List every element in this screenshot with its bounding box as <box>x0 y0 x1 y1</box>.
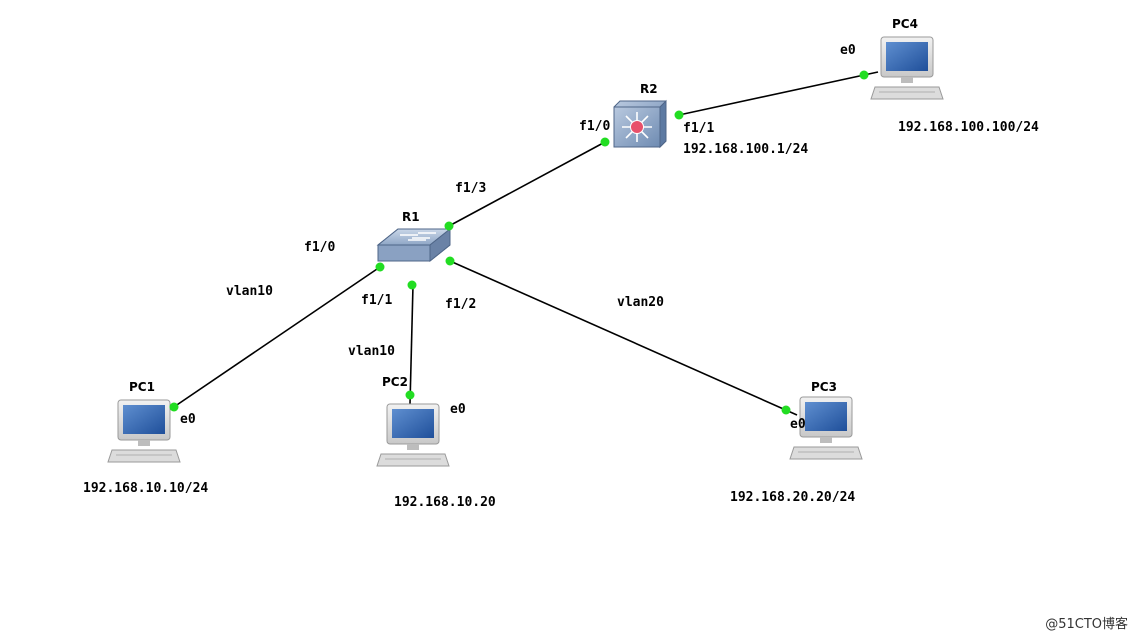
watermark: @51CTO博客 <box>1045 617 1128 632</box>
port-dot <box>405 390 415 400</box>
link-r1-r2 <box>448 141 606 227</box>
node-label-pc4: PC4 <box>892 17 918 31</box>
node-label-r1: R1 <box>402 210 420 224</box>
vlan-label-pc2: vlan10 <box>348 344 395 359</box>
links <box>164 71 879 416</box>
port-label-r2-f11: f1/1 <box>683 121 715 136</box>
link-r1-pc3 <box>449 260 798 416</box>
port-dot <box>600 137 610 147</box>
node-label-r2: R2 <box>640 82 658 96</box>
link-r2-pc4 <box>678 71 879 116</box>
switch-icon[interactable] <box>376 227 452 263</box>
ip-label-pc4: 192.168.100.100/24 <box>898 120 1039 135</box>
port-dot <box>169 402 179 412</box>
port-dot <box>375 262 385 272</box>
port-label-r2-f10: f1/0 <box>579 119 611 134</box>
pc-icon[interactable] <box>107 399 181 463</box>
port-dot <box>444 221 454 231</box>
port-dot <box>781 405 791 415</box>
port-label-pc4-e0: e0 <box>840 43 856 58</box>
port-dot <box>445 256 455 266</box>
port-label-pc1-e0: e0 <box>180 412 196 427</box>
ip-label-pc1: 192.168.10.10/24 <box>83 481 209 496</box>
vlan-label-pc1: vlan10 <box>226 284 273 299</box>
pc-icon[interactable] <box>870 36 944 100</box>
ip-label-pc2: 192.168.10.20 <box>394 495 496 510</box>
node-label-pc3: PC3 <box>811 380 837 394</box>
ip-label-r2: 192.168.100.1/24 <box>683 142 809 157</box>
node-label-pc1: PC1 <box>129 380 155 394</box>
port-dot <box>859 70 869 80</box>
port-dots <box>169 70 869 415</box>
port-label-r1-f12: f1/2 <box>445 297 477 312</box>
port-label-r1-f11: f1/1 <box>361 293 393 308</box>
port-label-pc2-e0: e0 <box>450 402 466 417</box>
vlan-label-pc3: vlan20 <box>617 295 664 310</box>
port-label-r1-f10: f1/0 <box>304 240 336 255</box>
port-dot <box>674 110 684 120</box>
multilayer-switch-icon[interactable] <box>613 99 667 149</box>
port-label-r1-f13: f1/3 <box>455 181 487 196</box>
port-dot <box>407 280 417 290</box>
port-label-pc3-e0: e0 <box>790 417 806 432</box>
link-r1-pc2 <box>409 284 414 405</box>
link-r1-pc1 <box>164 266 381 414</box>
ip-label-pc3: 192.168.20.20/24 <box>730 490 856 505</box>
pc-icon[interactable] <box>376 403 450 467</box>
node-label-pc2: PC2 <box>382 375 408 389</box>
